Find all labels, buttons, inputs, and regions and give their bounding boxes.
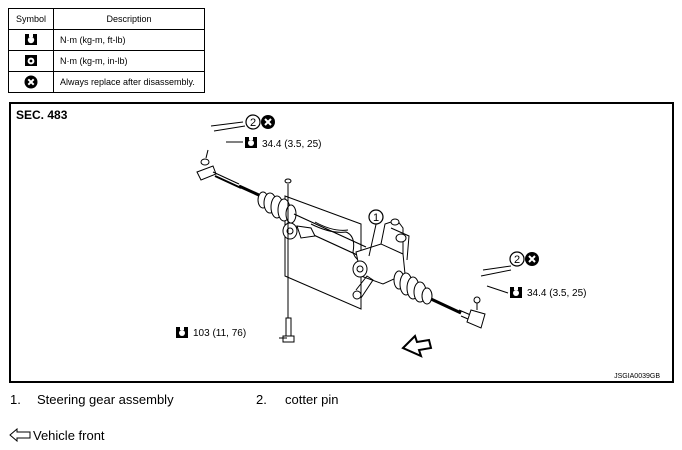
- torque-spec-right: 34.4 (3.5, 25): [527, 288, 587, 299]
- vehicle-front-outline-arrow-icon: [9, 428, 31, 442]
- symbol-legend-table: Symbol Description N·m (kg-m, ft-lb) N·m…: [8, 8, 205, 93]
- legend-description: N·m (kg-m, in-lb): [53, 50, 205, 72]
- callout-2-top-number: 2: [250, 117, 256, 129]
- callout-1: 1: [368, 209, 384, 225]
- legend-row: Always replace after disassembly.: [8, 71, 205, 93]
- caption-item-2-number: 2.: [256, 392, 267, 407]
- steering-gear-illustration: 2 1 2: [176, 114, 539, 358]
- caption-item-1-number: 1.: [10, 392, 21, 407]
- callout-1-number: 1: [373, 212, 379, 224]
- caption-item-1-text: Steering gear assembly: [37, 392, 174, 407]
- caption-item-2-text: cotter pin: [285, 392, 339, 407]
- callout-2-right: 2: [509, 251, 525, 267]
- vehicle-front-arrow-icon: [401, 334, 433, 358]
- legend-header-row: Symbol Description: [8, 8, 205, 30]
- legend-header-symbol: Symbol: [8, 8, 54, 30]
- always-replace-icon: [525, 252, 539, 266]
- image-code: JSGIA0039GB: [614, 373, 660, 380]
- callout-2-right-number: 2: [514, 254, 520, 266]
- torque-wrench-small-icon: [25, 55, 37, 66]
- steering-gear-diagram: SEC. 483: [9, 102, 674, 383]
- always-replace-icon: [24, 75, 38, 89]
- legend-description: N·m (kg-m, ft-lb): [53, 29, 205, 51]
- torque-spec-bottom: 103 (11, 76): [193, 328, 247, 339]
- torque-wrench-icon: [510, 287, 522, 298]
- section-label: SEC. 483: [16, 108, 68, 122]
- legend-row: N·m (kg-m, ft-lb): [8, 29, 205, 51]
- torque-wrench-icon: [245, 137, 257, 148]
- torque-spec-top-left: 34.4 (3.5, 25): [262, 139, 322, 150]
- legend-description: Always replace after disassembly.: [53, 71, 205, 93]
- legend-header-description: Description: [53, 8, 205, 30]
- legend-row: N·m (kg-m, in-lb): [8, 50, 205, 72]
- torque-wrench-icon: [176, 327, 188, 338]
- callout-2-top: 2: [245, 114, 261, 130]
- torque-wrench-icon: [25, 34, 37, 45]
- caption-vehicle-front: Vehicle front: [33, 428, 105, 443]
- always-replace-icon: [261, 115, 275, 129]
